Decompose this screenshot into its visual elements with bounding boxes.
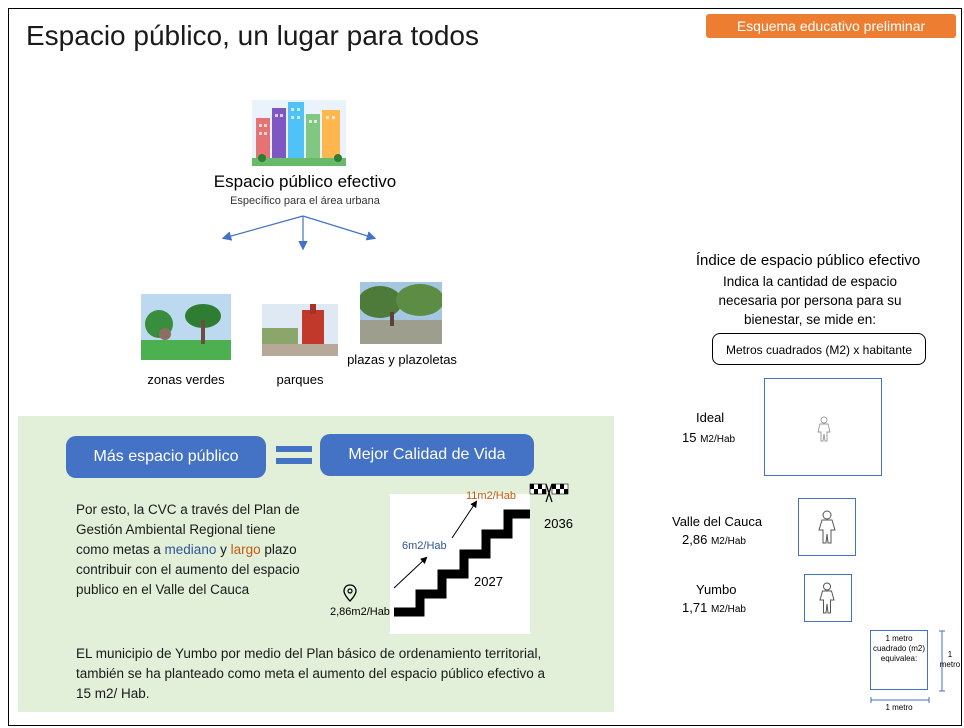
page-title: Espacio público, un lugar para todos [26,20,479,51]
equals-icon [276,446,312,466]
espacio-subheading: Específico para el área urbana [230,195,380,207]
valle-unit: M2/Hab [710,536,746,547]
stairs-mid-label: 6m2/Hab [402,540,447,552]
mas-espacio-pill: Más espacio público [66,436,266,478]
person-icon [819,582,835,614]
yumbo-number: 1,71 [682,600,708,615]
item-parques: parques [276,372,324,387]
indice-description: Indica la cantidad de espacio necesaria … [718,274,902,327]
valle-square [798,498,856,556]
ideal-unit: M2/Hab [700,434,736,445]
yumbo-label: Yumbo [696,582,737,597]
person-icon [817,416,831,442]
slide-frame [8,8,962,726]
legend-bottom-bracket [870,697,930,703]
mediano-word: mediano [164,542,217,557]
year-2036: 2036 [544,516,573,531]
parques-photo [262,304,338,356]
legend-side-bracket [939,630,945,692]
valle-value: 2,86 M2/Hab [682,532,746,547]
yumbo-paragraph: EL municipio de Yumbo por medio del Plan… [76,646,546,701]
item-plazas: plazas y plazoletas [347,352,457,367]
item-zonas-verdes: zonas verdes [147,372,225,387]
legend-side-label: 1 metro [939,650,961,669]
unit-box: Metros cuadrados (M2) x habitante [712,333,926,365]
legend-bottom-label: 1 metro [885,703,913,712]
legend-square [870,630,928,690]
cvc-paragraph: Por esto, la CVC a través del Plan de Ge… [76,500,306,600]
city-illustration [252,100,346,166]
legend-text: 1 metro cuadrado (m2) equivalea: [872,634,926,663]
ideal-number: 15 [682,430,697,445]
largo-word: largo [230,542,261,557]
person-icon [818,510,836,544]
zonas-verdes-photo [141,294,231,360]
location-pin-icon [343,584,357,602]
ideal-label: Ideal [696,410,725,425]
para-text-c: plazo contribuir con el aumento del espa… [76,542,300,597]
status-badge: Esquema educativo preliminar [706,14,956,38]
yumbo-unit: M2/Hab [710,604,746,615]
para-text-b: y [216,542,231,557]
yumbo-square [804,574,852,622]
year-2027: 2027 [474,574,503,589]
indice-heading: Índice de espacio público efectivo [695,252,921,269]
valle-label: Valle del Cauca [672,514,763,529]
plazas-photo [360,282,442,344]
yumbo-value: 1,71 M2/Hab [682,600,746,615]
calidad-vida-pill: Mejor Calidad de Vida [320,434,534,476]
ideal-value: 15 M2/Hab [682,430,735,445]
stairs-start-label: 2,86m2/Hab [330,606,390,618]
ideal-square [764,378,882,476]
stairs-top-label: 11m2/Hab [466,490,516,502]
para-text-a: Por esto, la CVC a través del Plan de Ge… [76,502,300,557]
espacio-heading: Espacio público efectivo [213,172,397,191]
checkered-flags-icon [529,483,569,503]
stairs-graphic [393,500,530,617]
branch-arrows [221,215,377,251]
valle-number: 2,86 [682,532,708,547]
